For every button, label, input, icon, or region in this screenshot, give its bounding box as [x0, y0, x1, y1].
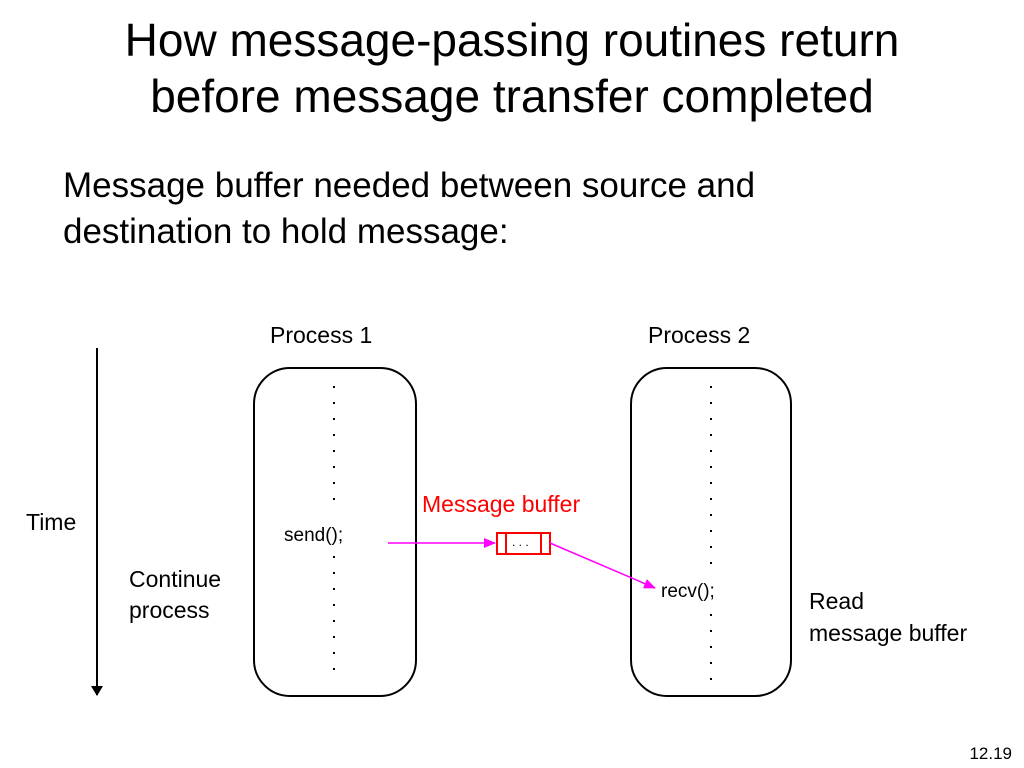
slide-title: How message-passing routines return befo… [0, 12, 1024, 124]
body-text-line-1: Message buffer needed between source and [63, 166, 756, 205]
process-2-box [630, 367, 792, 697]
send-call-label: send(); [284, 525, 343, 546]
process-2-label: Process 2 [648, 322, 750, 348]
process-1-label: Process 1 [270, 322, 372, 348]
recv-call-label: recv(); [661, 581, 715, 602]
slide-title-line-2: before message transfer completed [150, 70, 874, 122]
body-text-line-2: destination to hold message: [63, 212, 509, 251]
read-buffer-label-line-1: Read [809, 588, 864, 614]
slide-body-text: Message buffer needed between source and… [63, 163, 755, 255]
process-1-box [253, 367, 417, 697]
buffer-to-recv-arrow [549, 542, 656, 589]
continue-process-label-line-2: process [129, 597, 210, 623]
slide-title-line-1: How message-passing routines return [124, 14, 900, 66]
continue-process-label-line-1: Continue [129, 566, 221, 592]
message-buffer-dots: . . . [512, 535, 529, 549]
time-label: Time [26, 509, 76, 535]
read-buffer-label-line-2: message buffer [809, 620, 967, 646]
slide-number: 12.19 [969, 744, 1012, 763]
message-buffer-label: Message buffer [422, 491, 580, 517]
